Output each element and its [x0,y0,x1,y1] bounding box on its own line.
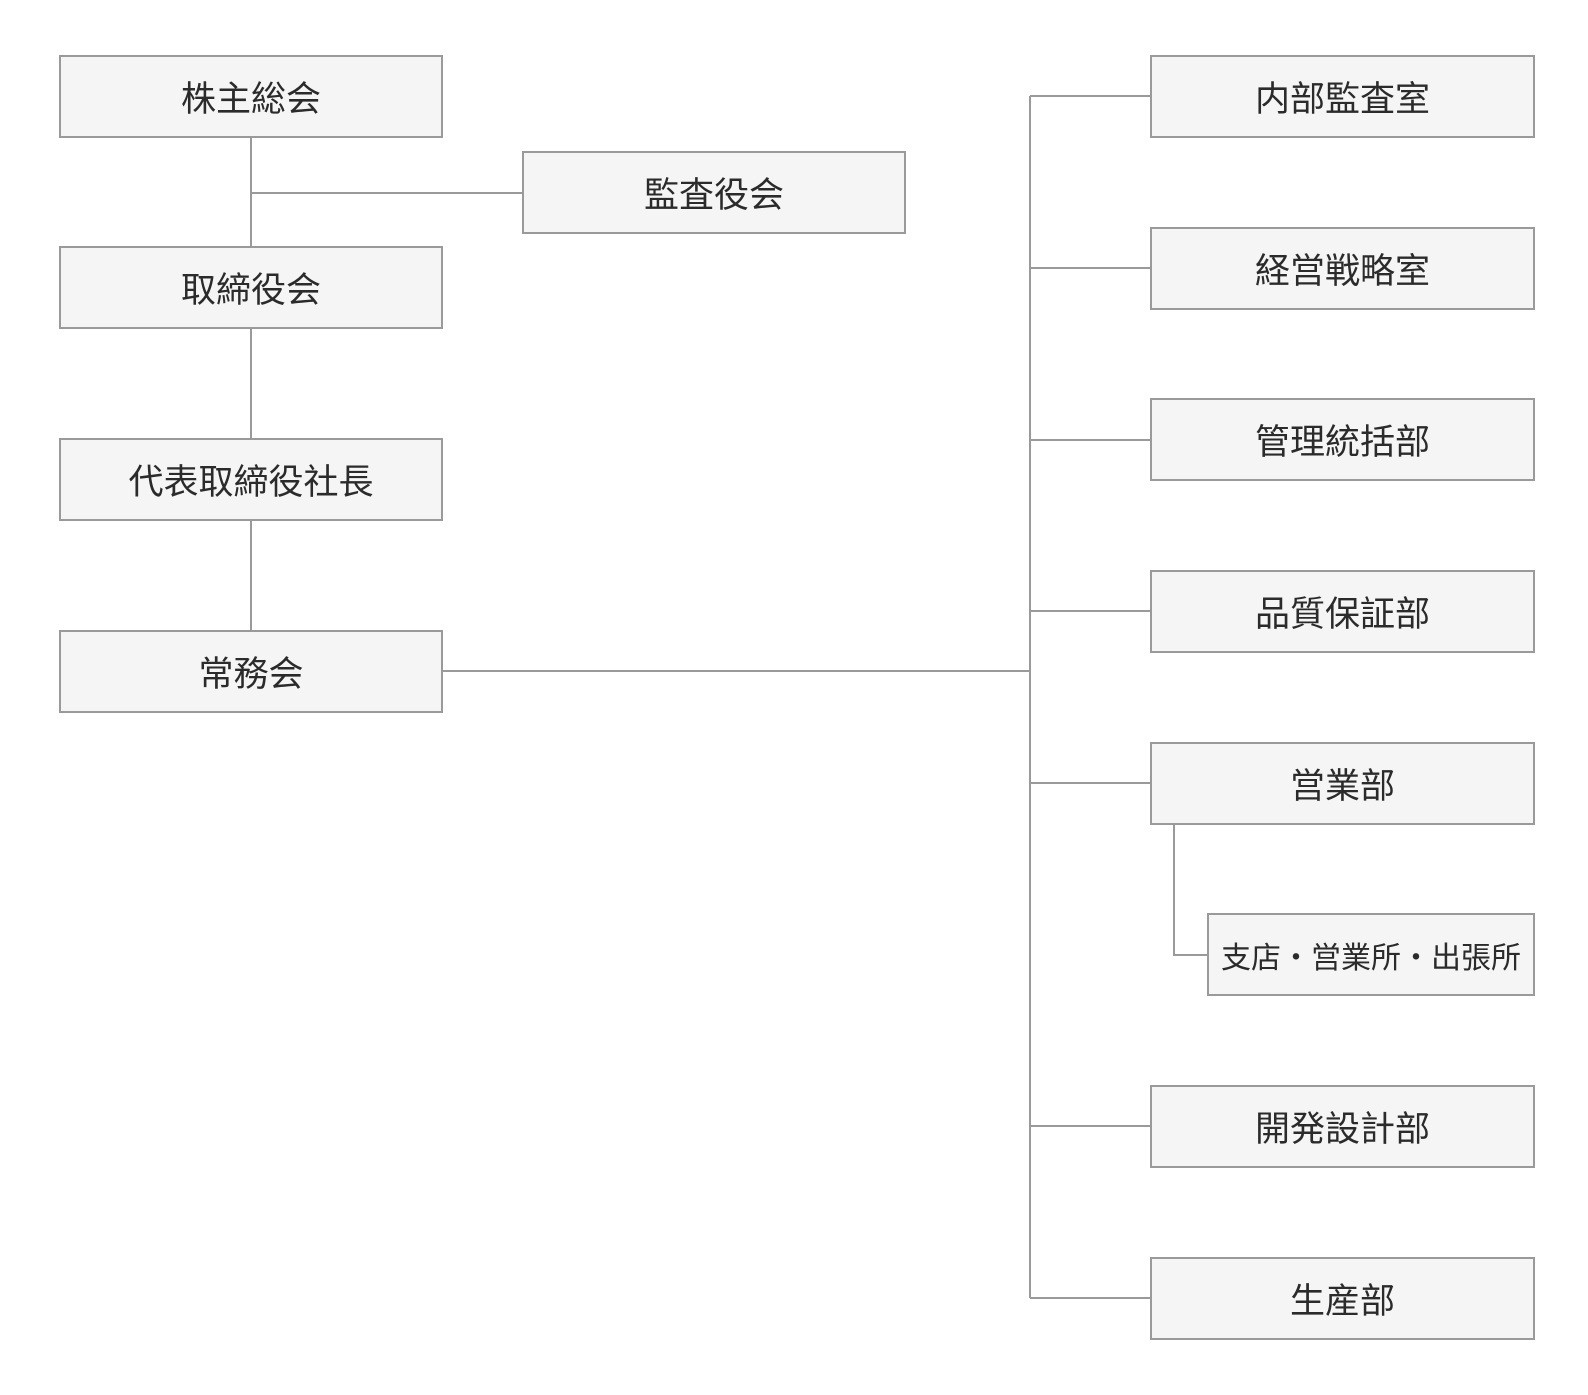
node-label: 株主総会 [180,80,321,120]
node-label: 開発設計部 [1254,1110,1430,1150]
node-shareholders-meeting: 株主総会 [59,55,443,138]
node-production-dept: 生産部 [1150,1257,1535,1340]
node-label: 支店・営業所・出張所 [1221,940,1521,976]
node-administration-dept: 管理統括部 [1150,398,1535,481]
node-executive-committee: 常務会 [59,630,443,713]
node-label: 取締役会 [180,271,321,311]
node-development-dept: 開発設計部 [1150,1085,1535,1168]
connector-sales-branches [1173,825,1207,956]
node-label: 代表取締役社長 [128,463,374,503]
node-quality-assurance-dept: 品質保証部 [1150,570,1535,653]
node-audit-board: 監査役会 [522,151,906,234]
node-board-of-directors: 取締役会 [59,246,443,329]
node-label: 営業部 [1289,767,1395,807]
node-label: 品質保証部 [1254,595,1430,635]
node-strategy-office: 経営戦略室 [1150,227,1535,310]
node-label: 生産部 [1289,1282,1395,1322]
node-label: 常務会 [198,655,304,695]
node-internal-audit: 内部監査室 [1150,55,1535,138]
node-label: 経営戦略室 [1254,252,1430,292]
node-label: 監査役会 [643,176,784,216]
node-label: 管理統括部 [1254,423,1430,463]
node-branches: 支店・営業所・出張所 [1207,913,1535,996]
node-president: 代表取締役社長 [59,438,443,521]
node-label: 内部監査室 [1254,80,1430,120]
node-sales-dept: 営業部 [1150,742,1535,825]
